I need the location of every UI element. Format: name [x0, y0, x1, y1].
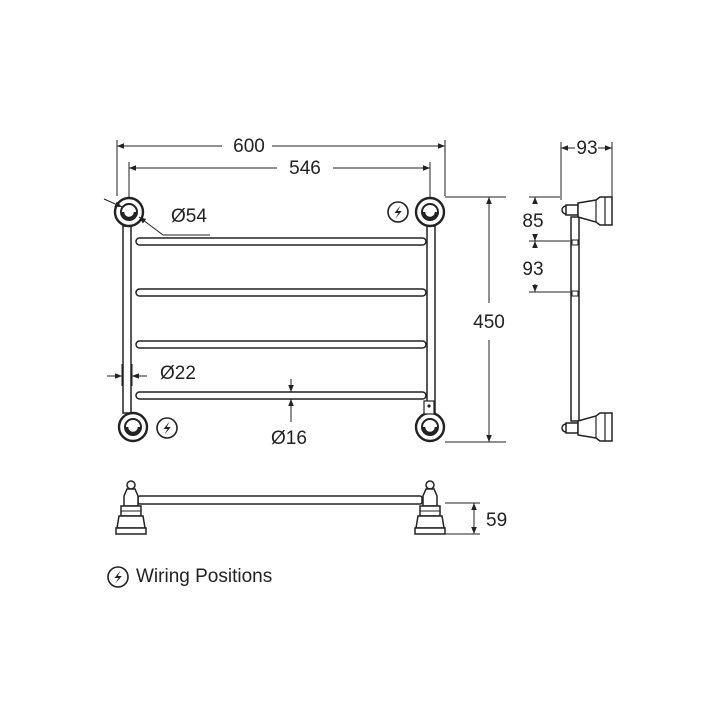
dimension-label-spacing-93: 93 — [522, 259, 543, 280]
lightning-bolt-icon — [107, 566, 129, 588]
side-bracket-bottom — [561, 412, 613, 442]
dimension-label-o16: Ø16 — [271, 428, 307, 449]
dimension-mount-centres: 546 — [128, 158, 431, 198]
left-post — [122, 225, 132, 414]
mount-bracket-bottom-left — [117, 411, 149, 443]
top-view: 59 — [115, 480, 507, 535]
dimension-label-projection-93: 93 — [576, 138, 597, 159]
rail — [135, 340, 427, 349]
dimension-projection: 93 — [560, 138, 613, 200]
front-view: 600 546 Ø54 Ø22 — [103, 136, 446, 449]
side-bracket-top — [561, 196, 613, 226]
dimension-label-600: 600 — [233, 136, 265, 157]
wiring-position-icon — [387, 201, 409, 223]
wiring-position-icon — [156, 417, 178, 439]
mount-bracket-top-left — [113, 196, 145, 228]
dimension-rail-diameter: Ø16 — [271, 379, 307, 449]
rail — [135, 237, 427, 246]
dimension-rail-spacing: 93 — [522, 241, 570, 293]
dimension-outer-rail-diameter: Ø22 — [107, 363, 196, 386]
top-view-post-right — [414, 480, 446, 535]
side-view: 93 85 93 — [522, 138, 613, 442]
rail — [135, 391, 427, 400]
dimension-label-o22: Ø22 — [160, 363, 196, 384]
dimension-bracket-diameter: Ø54 — [103, 198, 210, 236]
dimension-overall-width: 600 — [116, 136, 446, 196]
dimension-label-85: 85 — [522, 211, 543, 232]
dimension-label-546: 546 — [289, 158, 321, 179]
legend: Wiring Positions — [107, 566, 272, 588]
top-view-post-left — [115, 480, 147, 535]
dimension-height: 450 — [445, 196, 506, 443]
dimension-top-to-first-rail: 85 — [522, 196, 570, 242]
right-post — [426, 225, 436, 414]
dimension-depth: 59 — [445, 502, 507, 535]
mount-bracket-bottom-right — [414, 411, 446, 443]
mount-bracket-top-right — [414, 196, 446, 228]
legend-label: Wiring Positions — [136, 566, 272, 587]
dimension-label-59: 59 — [486, 510, 507, 531]
dimension-label-450: 450 — [473, 312, 505, 333]
dimension-label-o54: Ø54 — [171, 206, 207, 227]
rail — [135, 288, 427, 297]
